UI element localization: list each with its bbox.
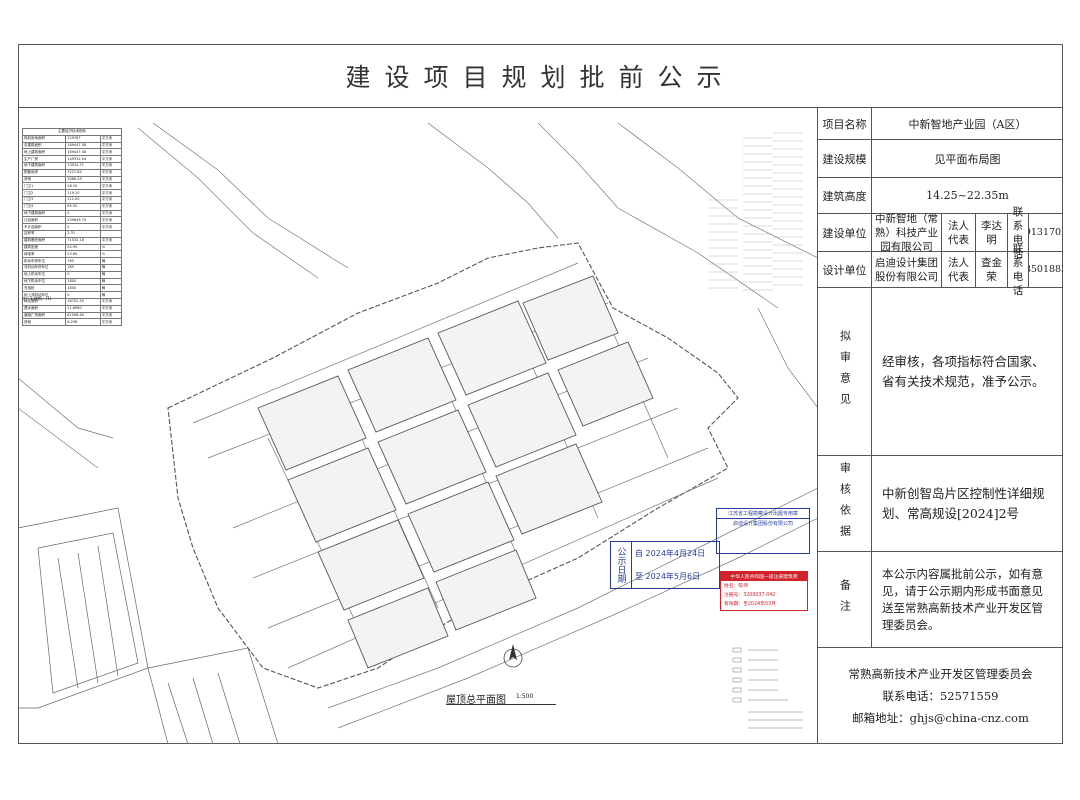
footer-phone-label: 联系电话：	[882, 689, 940, 703]
designer-phone: 15850188383	[1029, 263, 1063, 275]
factory-building	[377, 409, 487, 505]
height-value: 14.25~22.35m	[926, 189, 1009, 202]
legend	[732, 647, 803, 729]
publicity-label: 公示日期	[611, 542, 632, 588]
opinion-value: 经审核，各项指标符合国家、省有关技术规范，准予公示。	[882, 353, 1045, 389]
coordinate-list	[708, 132, 803, 291]
info-panel: 项目名称 中新智地产业园（A区） 建设规模 见平面布局图 建筑高度 14.25~…	[818, 108, 1063, 744]
builder-company: 中新智地（常熟）科技产业园有限公司	[872, 213, 942, 253]
plan-scale: 1:500	[516, 693, 534, 700]
designer-label: 设计单位	[818, 252, 872, 287]
publicity-date-stamp: 公示日期 自 2024年4月24日 至 2024年5月6日	[610, 541, 720, 589]
factory-building	[437, 300, 547, 396]
scale-value: 见平面布局图	[934, 152, 1001, 166]
summary-table-cell: 平方米	[99, 318, 123, 327]
factory-building	[467, 372, 577, 468]
stamp-blue-company: 启迪设计集团股份有限公司	[732, 521, 793, 527]
factory-building	[522, 275, 619, 361]
architect-stamp: 中华人民共和国一级注册建筑师 姓名：陈伟 注册号：3200037-042 有效期…	[720, 571, 808, 611]
footer-org: 常熟高新技术产业开发区管理委员会	[848, 667, 1033, 681]
stamp-blue-top: 江苏省工程勘察设计出图专用章	[717, 509, 809, 519]
builder-rep-label: 法人代表	[942, 214, 976, 251]
factory-building	[407, 481, 515, 573]
factory-building	[257, 375, 367, 471]
stamp-red-valid: 有效期：至2024年03月	[724, 602, 776, 607]
row-scale: 建设规模 见平面布局图	[818, 140, 1063, 178]
builder-rep-name: 李达明	[976, 214, 1008, 251]
remarks-value: 本公示内容属批前公示，如有意见，请于公示期内形成书面意见送至常熟高新技术产业开发…	[882, 566, 1043, 632]
row-opinion: 拟审意见 经审核，各项指标符合国家、省有关技术规范，准予公示。	[818, 288, 1063, 456]
row-basis: 审核依据 中新创智岛片区控制性详细规划、常高规设[2024]2号	[818, 456, 1063, 552]
designer-rep-label: 法人代表	[942, 252, 976, 287]
basis-label: 审核依据	[838, 461, 852, 546]
stamp-red-name: 姓名：陈伟	[724, 584, 748, 589]
page-frame	[18, 44, 1063, 744]
opinion-label: 拟审意见	[838, 329, 852, 414]
footer-email-label: 邮箱地址：	[852, 711, 910, 725]
plan-title: 屋顶总平面图	[446, 695, 506, 706]
project-name-value: 中新智地产业园（A区）	[908, 117, 1027, 131]
date-to: 2024年5月6日	[645, 572, 701, 581]
date-from: 2024年4月24日	[645, 549, 706, 558]
builder-label: 建设单位	[818, 214, 872, 251]
basis-value: 中新创智岛片区控制性详细规划、常高规设[2024]2号	[882, 485, 1045, 521]
title-divider	[18, 107, 1063, 108]
height-label: 建筑高度	[818, 178, 872, 213]
factory-building	[317, 519, 425, 611]
builder-phone: 13913170189	[1029, 226, 1063, 238]
row-remarks: 备注 本公示内容属批前公示，如有意见，请于公示期内形成书面意见送至常熟高新技术产…	[818, 552, 1063, 648]
page-title: 建设项目规划批前公示	[345, 63, 736, 92]
factory-building	[347, 587, 449, 669]
factory-building	[495, 443, 603, 535]
panel-footer: 常熟高新技术产业开发区管理委员会 联系电话：52571559 邮箱地址：ghjs…	[818, 648, 1063, 744]
footer-phone: 52571559	[939, 689, 999, 703]
footer-email-line: 邮箱地址：ghjs@china-cnz.com	[852, 710, 1029, 726]
plan-title-underline	[446, 704, 556, 705]
row-project-name: 项目名称 中新智地产业园（A区）	[818, 108, 1063, 140]
factory-building	[435, 549, 537, 631]
date-to-label: 至	[635, 572, 643, 581]
scale-label: 建设规模	[818, 140, 872, 177]
factory-building	[557, 341, 654, 427]
date-from-label: 自	[635, 549, 643, 558]
footer-email: ghjs@china-cnz.com	[909, 711, 1029, 725]
designer-rep-name: 查金荣	[976, 252, 1008, 287]
project-name-label: 项目名称	[818, 108, 872, 139]
row-height: 建筑高度 14.25~22.35m	[818, 178, 1063, 214]
remarks-label: 备注	[838, 578, 852, 621]
stamp-red-top: 中华人民共和国一级注册建筑师	[721, 572, 807, 581]
summary-table-cell: 其他	[21, 318, 67, 327]
design-institute-stamp: 江苏省工程勘察设计出图专用章 启迪设计集团股份有限公司	[716, 508, 810, 554]
summary-footnote: 注：1.按照...(1)	[22, 296, 52, 301]
designer-phone-label: 联系电话	[1008, 243, 1029, 297]
north-arrow	[503, 644, 523, 668]
stamp-red-no: 注册号：3200037-042	[724, 593, 776, 598]
factory-building	[347, 337, 457, 433]
designer-company: 启迪设计集团股份有限公司	[872, 252, 942, 287]
factory-building	[287, 447, 397, 543]
footer-phone-line: 联系电话：52571559	[882, 688, 998, 704]
site-plan-svg	[18, 122, 817, 744]
row-designer: 设计单位 启迪设计集团股份有限公司 法人代表 查金荣 联系电话 15850188…	[818, 243, 1063, 297]
row-builder: 建设单位 中新智地（常熟）科技产业园有限公司 法人代表 李达明 联系电话 139…	[818, 206, 1063, 260]
